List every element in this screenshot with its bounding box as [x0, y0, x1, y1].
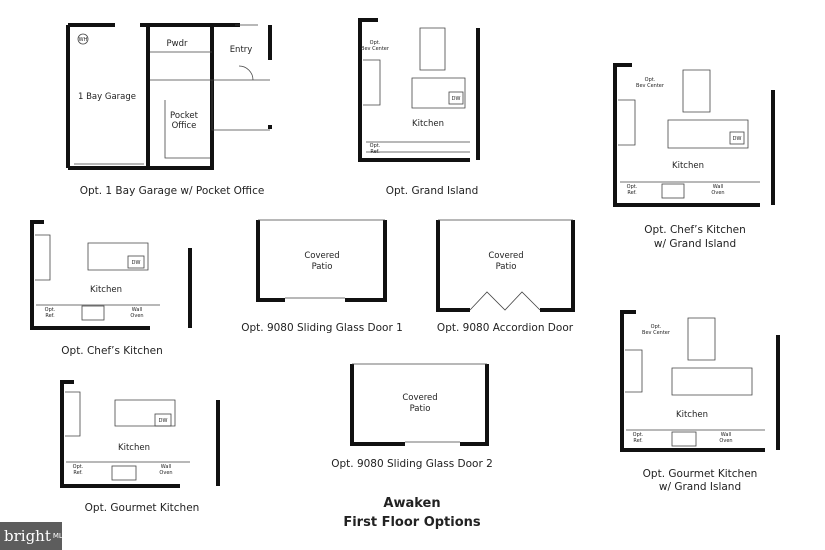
plan-chefs-kitchen: DW Opt. Ref. Wall Oven Kitchen	[30, 220, 192, 330]
svg-text:Opt.: Opt.	[645, 77, 656, 83]
caption-chefs-grand-1: Opt. Chef’s Kitchen	[644, 224, 746, 236]
svg-text:Ref.: Ref.	[73, 470, 83, 476]
svg-text:Oven: Oven	[719, 438, 732, 444]
plan-garage-pocket-office: WH 1 Bay Garage Pwdr Entry Pocket Office	[66, 23, 272, 170]
svg-text:Patio: Patio	[496, 262, 517, 272]
svg-text:Patio: Patio	[312, 262, 333, 272]
svg-text:WH: WH	[79, 37, 88, 43]
svg-text:Oven: Oven	[711, 190, 724, 196]
bright-mls-logo: bright MLS	[0, 522, 67, 550]
plan-sliding-door-1: Covered Patio	[256, 219, 387, 302]
caption-gourmet-grand-2: w/ Grand Island	[658, 481, 742, 493]
svg-text:Ref.: Ref.	[370, 149, 380, 155]
svg-text:Opt.: Opt.	[370, 40, 381, 46]
title-line-2: First Floor Options	[343, 515, 481, 530]
svg-text:Pwdr: Pwdr	[167, 39, 188, 49]
svg-text:Oven: Oven	[130, 313, 143, 319]
plan-sliding-door-2: Covered Patio	[350, 363, 489, 446]
svg-text:Wall: Wall	[132, 307, 142, 313]
plan-chefs-kitchen-grand-island: DW Opt. Bev Center Opt. Ref. Wall Oven K…	[613, 63, 775, 207]
svg-text:Opt.: Opt.	[651, 324, 662, 330]
svg-text:Ref.: Ref.	[633, 438, 643, 444]
svg-text:DW: DW	[159, 418, 168, 424]
plan-grand-island: DW Opt. Bev Center Opt. Ref. Kitchen	[358, 18, 480, 162]
svg-text:Kitchen: Kitchen	[118, 443, 150, 453]
svg-text:Bev Center: Bev Center	[361, 46, 390, 52]
svg-text:Wall: Wall	[161, 464, 171, 470]
svg-text:Entry: Entry	[230, 45, 253, 55]
caption-gourmet: Opt. Gourmet Kitchen	[84, 502, 200, 514]
svg-text:Kitchen: Kitchen	[672, 161, 704, 171]
svg-text:Wall: Wall	[721, 432, 731, 438]
svg-text:Covered: Covered	[402, 393, 437, 403]
svg-text:Patio: Patio	[410, 404, 431, 414]
svg-text:Covered: Covered	[304, 251, 339, 261]
svg-text:Kitchen: Kitchen	[676, 410, 708, 420]
plan-gourmet-kitchen-grand-island: Opt. Bev Center Opt. Ref. Wall Oven Kitc…	[620, 310, 780, 452]
svg-text:Bev Center: Bev Center	[636, 83, 665, 89]
caption-grand-island: Opt. Grand Island	[385, 185, 479, 197]
caption-sliding-1: Opt. 9080 Sliding Glass Door 1	[241, 322, 403, 334]
svg-text:Ref.: Ref.	[627, 190, 637, 196]
caption-gourmet-grand-1: Opt. Gourmet Kitchen	[642, 468, 758, 480]
svg-text:Opt.: Opt.	[633, 432, 644, 438]
svg-text:Oven: Oven	[159, 470, 172, 476]
svg-text:Bev Center: Bev Center	[642, 330, 671, 336]
caption-sliding-2: Opt. 9080 Sliding Glass Door 2	[331, 458, 493, 470]
svg-text:Covered: Covered	[488, 251, 523, 261]
svg-text:Kitchen: Kitchen	[412, 119, 444, 129]
svg-text:Opt.: Opt.	[627, 184, 638, 190]
logo-brand: bright	[4, 527, 51, 545]
svg-text:DW: DW	[132, 260, 141, 266]
plan-gourmet-kitchen: DW Opt. Ref. Wall Oven Kitchen	[60, 380, 220, 488]
svg-text:Ref.: Ref.	[45, 313, 55, 319]
title-line-1: Awaken	[383, 496, 441, 511]
logo-suffix: MLS	[52, 532, 68, 540]
caption-chefs-kitchen: Opt. Chef’s Kitchen	[61, 345, 163, 357]
svg-text:1 Bay Garage: 1 Bay Garage	[78, 92, 136, 102]
svg-text:Kitchen: Kitchen	[90, 285, 122, 295]
svg-text:Opt.: Opt.	[73, 464, 84, 470]
svg-text:DW: DW	[733, 136, 742, 142]
svg-text:Pocket: Pocket	[170, 111, 199, 121]
svg-text:Wall: Wall	[713, 184, 723, 190]
svg-text:DW: DW	[452, 96, 461, 102]
svg-text:Opt.: Opt.	[45, 307, 56, 313]
plan-accordion-door: Covered Patio	[436, 219, 575, 312]
caption-garage-pocket-office: Opt. 1 Bay Garage w/ Pocket Office	[79, 185, 265, 197]
caption-chefs-grand-2: w/ Grand Island	[653, 238, 737, 250]
svg-text:Office: Office	[172, 121, 197, 131]
caption-accordion: Opt. 9080 Accordion Door	[436, 322, 574, 334]
svg-text:Opt.: Opt.	[370, 143, 381, 149]
